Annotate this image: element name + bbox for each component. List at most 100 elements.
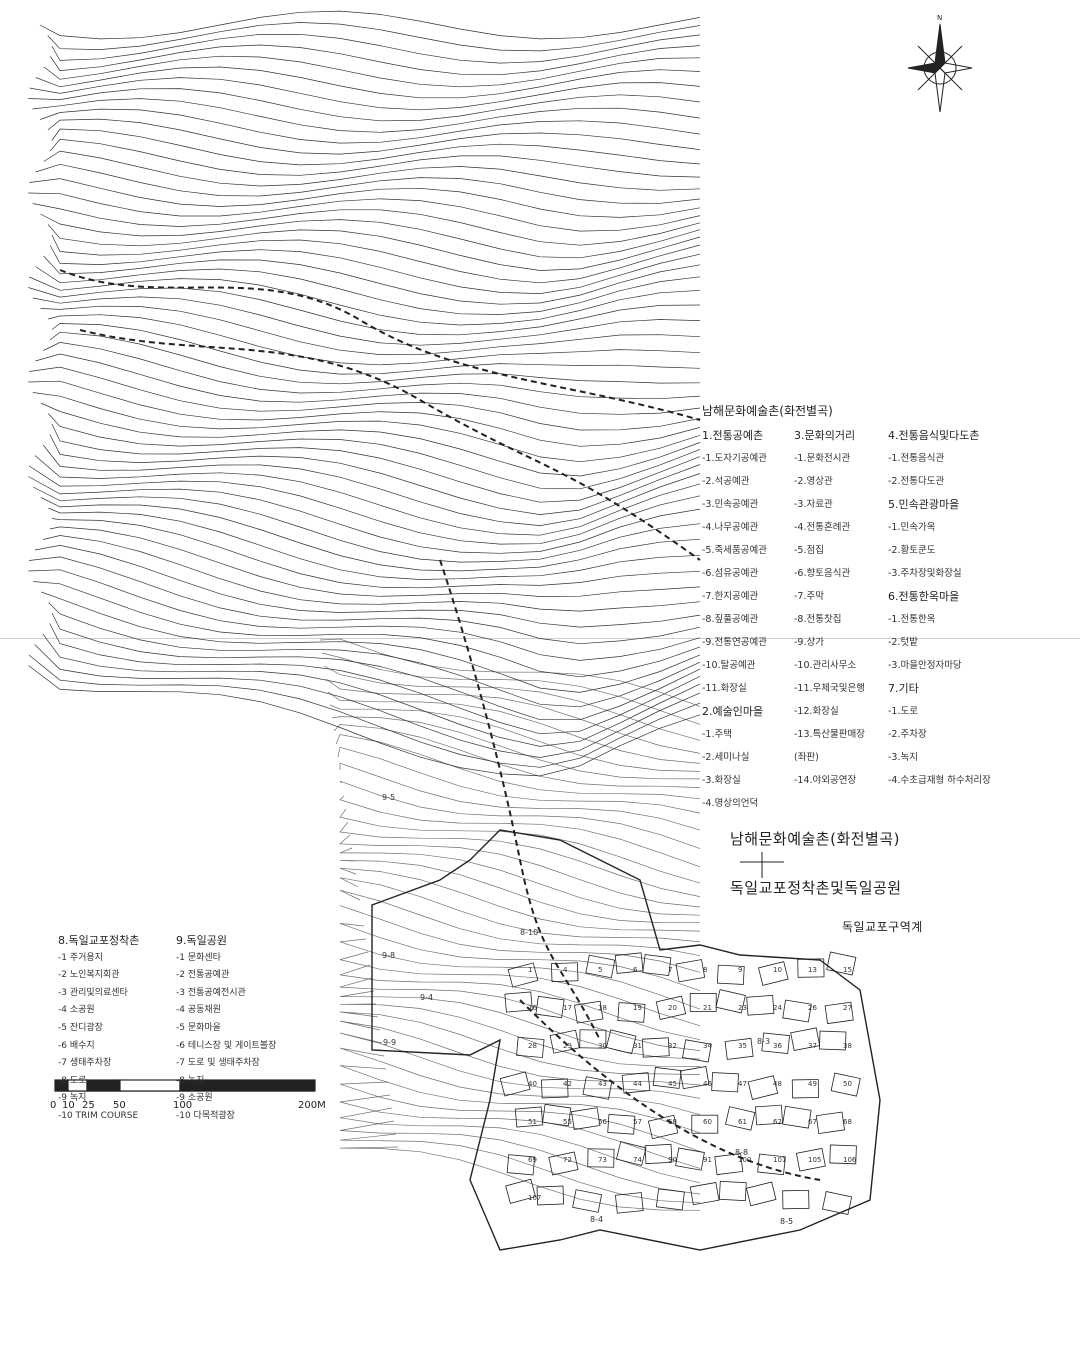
contour-line: [40, 305, 701, 355]
lot-number: 16: [528, 1004, 537, 1012]
lot-parcel: [549, 1029, 580, 1054]
lot-number: 73: [598, 1156, 607, 1164]
legend-german-item: -7 도로 및 생태주차장: [176, 1058, 260, 1069]
contour-line: [28, 192, 701, 232]
lot-parcel: [655, 995, 687, 1020]
lot-parcel: [675, 1147, 705, 1171]
contour-line: [339, 780, 701, 849]
contour-line: [339, 1081, 701, 1152]
lot-parcel: [541, 1078, 569, 1099]
lot-parcel: [824, 1001, 854, 1025]
lot-number: 45: [668, 1080, 677, 1088]
legend-german-col-2: 9.독일공원-1 문화센타-2 전통공예관-3 전통공예전시관-4 공동채원-5…: [176, 932, 276, 1126]
contour-line: [331, 716, 701, 780]
contour-line: [28, 88, 701, 122]
contour-line: [339, 821, 701, 897]
legend-german-item: -4 소공원: [58, 1005, 95, 1016]
contour-line: [339, 951, 701, 1027]
lot-parcel: [572, 1189, 603, 1213]
lot-number: 105: [808, 1156, 821, 1164]
contour-line: [325, 678, 701, 754]
lot-parcel: [689, 1182, 720, 1206]
legend-german-item: -7 생태주차장: [58, 1058, 112, 1069]
contour-line: [339, 1065, 701, 1134]
lot-parcel: [818, 1030, 847, 1051]
contour-line: [34, 644, 701, 758]
contour-line: [49, 434, 701, 515]
lot-parcel: [758, 961, 789, 986]
settlement-boundary: [371, 829, 881, 1251]
contour-line: [47, 22, 701, 52]
scale-tick-label: 0: [50, 1100, 57, 1111]
legend-main-item: -1.도로: [888, 706, 918, 717]
contour-line: [28, 287, 701, 336]
road-path: [59, 269, 701, 421]
contour-line: [34, 545, 701, 628]
legend-main-item: -2.전통다도관: [888, 476, 945, 487]
map-area-label: 9-8: [382, 951, 395, 960]
lot-number: 60: [703, 1118, 712, 1126]
contour-line: [321, 652, 701, 725]
contour-line: [29, 366, 701, 431]
legend-german-item: -9 소공원: [176, 1093, 213, 1104]
contour-line: [51, 323, 701, 375]
legend-main-item: -9.전통연공예관: [702, 637, 767, 648]
lot-parcel: [504, 991, 533, 1013]
legend-german-item: -8 도로: [58, 1075, 87, 1086]
legend-main-item: -2.세미나실: [702, 752, 750, 763]
lot-parcel: [782, 1105, 812, 1129]
map-area-label: 9-5: [382, 793, 395, 802]
legend-german-item: -3 전통공예전시관: [176, 987, 246, 998]
contour-line: [339, 1120, 701, 1195]
contour-line: [339, 867, 701, 932]
lot-parcel: [605, 1029, 637, 1055]
legend-main-item: 2.예술인마을: [702, 705, 764, 718]
contour-line: [49, 623, 701, 735]
legend-main-col-1: 1.전통공예촌-1.도자기공예관-2.석공예관-3.민속공예관-4.나무공예관-…: [702, 424, 767, 815]
contour-line: [51, 518, 701, 589]
lot-parcel: [782, 1189, 810, 1210]
lot-parcel: [641, 1037, 670, 1058]
contour-line: [29, 556, 701, 645]
lot-parcel: [644, 1143, 673, 1165]
scale-tick-label: 25: [82, 1100, 95, 1111]
lot-parcel: [542, 1103, 572, 1127]
contour-line: [32, 203, 701, 246]
lot-number: 43: [598, 1080, 607, 1088]
lot-number: 101: [773, 1156, 786, 1164]
lot-number: 20: [668, 1004, 677, 1012]
contour-line: [35, 66, 701, 99]
legend-german-item: -9 녹지: [58, 1093, 87, 1104]
road-path: [439, 559, 601, 1041]
lot-parcel: [585, 954, 616, 979]
contour-line: [339, 1020, 701, 1086]
map-area-label: 9-4: [420, 993, 433, 1002]
contour-line: [339, 1146, 701, 1211]
lot-parcel: [621, 1072, 651, 1094]
contour-line: [48, 507, 701, 580]
lot-parcel: [548, 1151, 579, 1176]
lot-number: 30: [598, 1042, 607, 1050]
legend-main-item: -3.자료관: [794, 499, 833, 510]
north-arrow-icon: N: [907, 14, 973, 113]
legend-main-item: 4.전통음식및다도촌: [888, 429, 980, 442]
legend-main-item: -10.탈공예관: [702, 660, 756, 671]
contour-line: [40, 213, 701, 259]
lot-parcel: [682, 1039, 712, 1063]
lot-parcel: [579, 1029, 607, 1049]
contour-line: [339, 990, 701, 1060]
legend-main-item: 3.문화의거리: [794, 429, 856, 442]
lot-parcel: [675, 959, 706, 983]
contour-line: [339, 795, 701, 868]
lot-parcel: [505, 1178, 536, 1204]
contour-line: [41, 591, 701, 693]
lot-parcel: [516, 1036, 545, 1058]
contour-line: [29, 77, 701, 111]
contour-line: [339, 1011, 701, 1075]
lot-parcel: [754, 1104, 784, 1126]
legend-main-item: -8.짚풀공예관: [702, 614, 759, 625]
contour-line: [28, 654, 701, 768]
contour-line: [51, 234, 701, 284]
